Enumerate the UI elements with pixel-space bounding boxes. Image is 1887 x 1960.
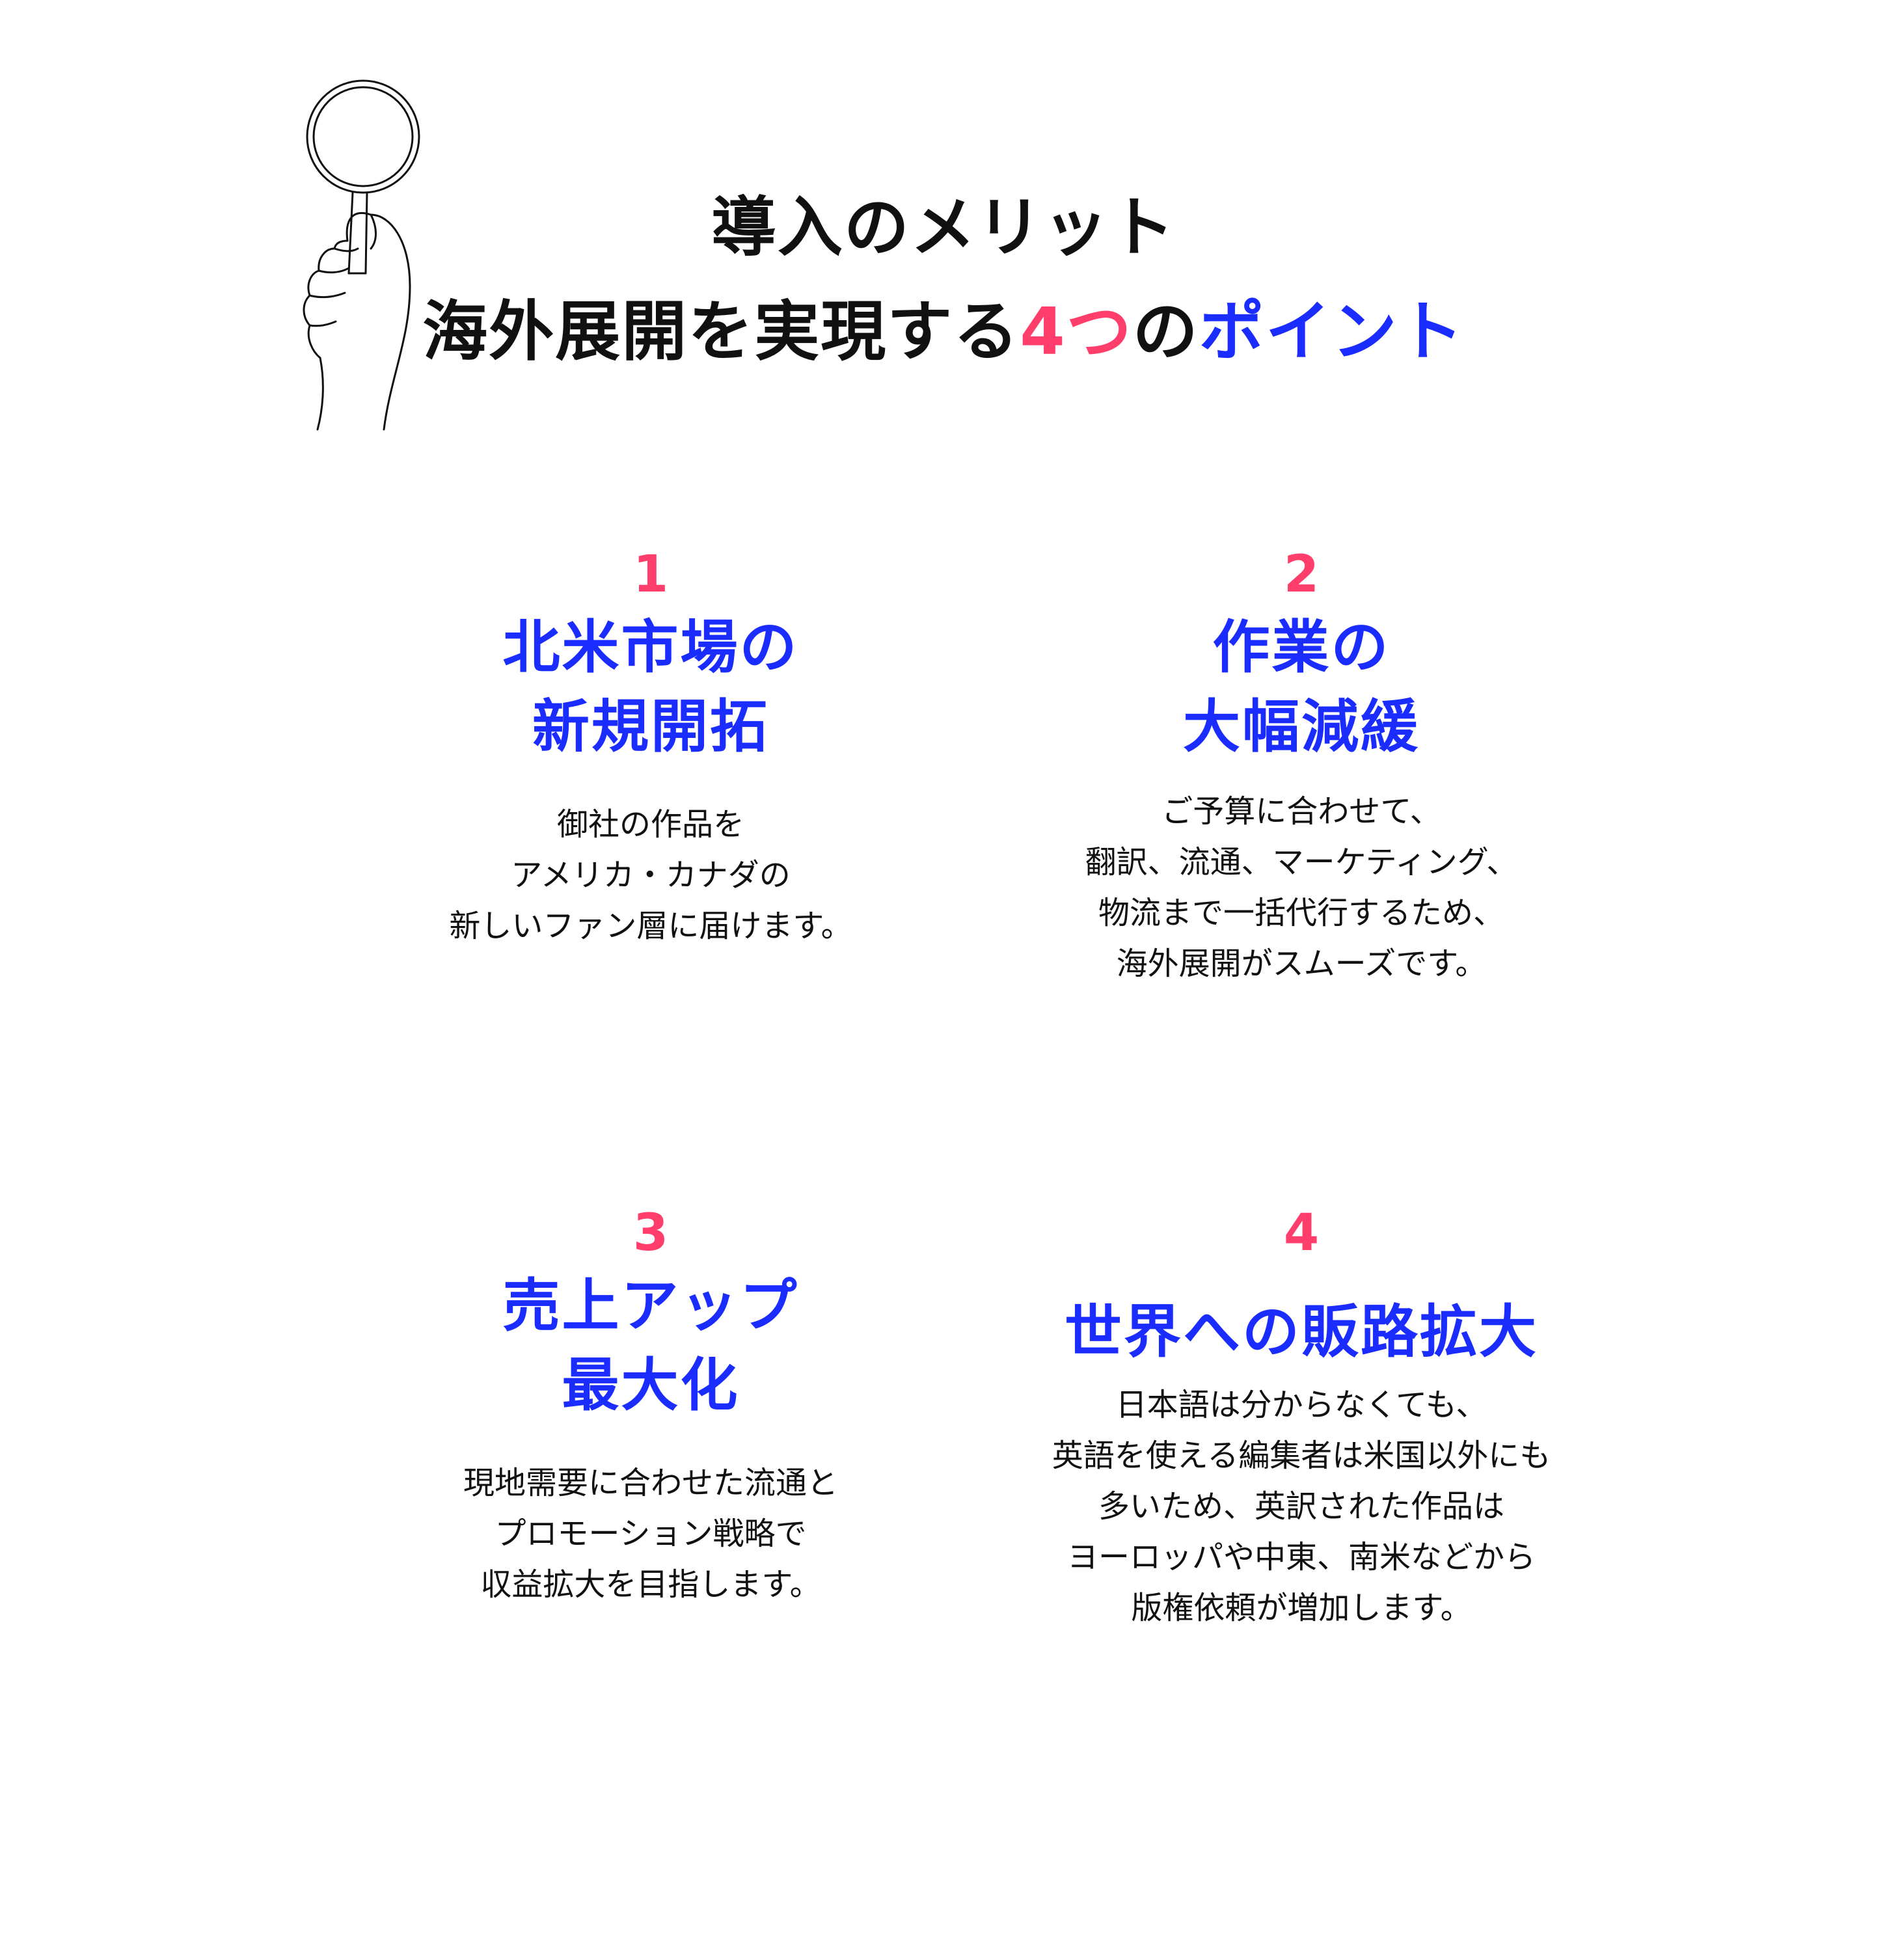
point-title-line: 北米市場の [502, 614, 799, 681]
point-number: 2 [1283, 545, 1320, 604]
point-number: 3 [632, 1204, 669, 1262]
point-title: 世界への販路拡大 [976, 1292, 1627, 1372]
point-title: 売上アップ 最大化 [325, 1266, 976, 1425]
point-description-line: 日本語は分からなくても、 [1115, 1387, 1487, 1423]
point-description-line: 海外展開がスムーズです。 [1116, 946, 1487, 982]
point-description-line: 翻訳、流通、マーケティング、 [1085, 844, 1518, 880]
hand-holding-magnifier-icon [303, 79, 420, 431]
point-description-line: 物流まで一括代行するため、 [1098, 895, 1504, 931]
point-description-line: 英語を使える編集者は米国以外にも [1052, 1437, 1551, 1474]
point-description: 現地需要に合わせた流通と プロモーション戦略で 収益拡大を目指します。 [325, 1458, 976, 1610]
point-card-1: 1 北米市場の 新規開拓 御社の作品を アメリカ・カナダの 新しいファン層に届け… [325, 545, 976, 951]
point-title: 北米市場の 新規開拓 [325, 608, 976, 767]
point-number: 1 [632, 545, 669, 604]
heading-subtitle: 海外展開を実現する4つのポイント [0, 286, 1887, 377]
point-title-line: 作業の [1212, 614, 1391, 681]
point-title-line: 新規開拓 [532, 693, 769, 760]
point-title-line: 世界への販路拡大 [1064, 1298, 1538, 1365]
heading-subtitle-middle: の [1132, 293, 1199, 370]
point-description-line: ご予算に合わせて、 [1161, 793, 1441, 830]
point-title-line: 売上アップ [502, 1272, 799, 1339]
point-title-line: 最大化 [562, 1352, 740, 1419]
point-description-line: アメリカ・カナダの [511, 857, 791, 893]
section-heading: 導入のメリット 海外展開を実現する4つのポイント [0, 182, 1887, 377]
point-description: 日本語は分からなくても、 英語を使える編集者は米国以外にも 多いため、英訳された… [976, 1380, 1627, 1633]
point-description: 御社の作品を アメリカ・カナダの 新しいファン層に届けます。 [325, 799, 976, 951]
point-description-line: 現地需要に合わせた流通と [463, 1465, 838, 1501]
heading-highlight-count: 4つ [1020, 293, 1133, 370]
point-number: 4 [1283, 1204, 1320, 1262]
point-description-line: 御社の作品を [556, 806, 744, 843]
point-description-line: プロモーション戦略で [495, 1516, 807, 1552]
point-description-line: ヨーロッパや中東、南米などから [1066, 1539, 1536, 1575]
point-description-line: 版権依頼が増加します。 [1131, 1590, 1472, 1626]
heading-subtitle-prefix: 海外展開を実現する [422, 293, 1020, 370]
point-title-line: 大幅減緩 [1182, 693, 1420, 760]
point-card-2: 2 作業の 大幅減緩 ご予算に合わせて、 翻訳、流通、マーケティング、 物流まで… [976, 545, 1627, 989]
point-description-line: 収益拡大を目指します。 [480, 1566, 821, 1603]
point-card-4: 4 世界への販路拡大 日本語は分からなくても、 英語を使える編集者は米国以外にも… [976, 1204, 1627, 1633]
point-title: 作業の 大幅減緩 [976, 608, 1627, 767]
point-description: ご予算に合わせて、 翻訳、流通、マーケティング、 物流まで一括代行するため、 海… [976, 786, 1627, 989]
point-description-line: 多いため、英訳された作品は [1098, 1488, 1504, 1525]
heading-title: 導入のメリット [711, 189, 1176, 265]
point-card-3: 3 売上アップ 最大化 現地需要に合わせた流通と プロモーション戦略で 収益拡大… [325, 1204, 976, 1610]
heading-highlight-points: ポイント [1199, 293, 1465, 370]
point-description-line: 新しいファン層に届けます。 [449, 908, 852, 944]
